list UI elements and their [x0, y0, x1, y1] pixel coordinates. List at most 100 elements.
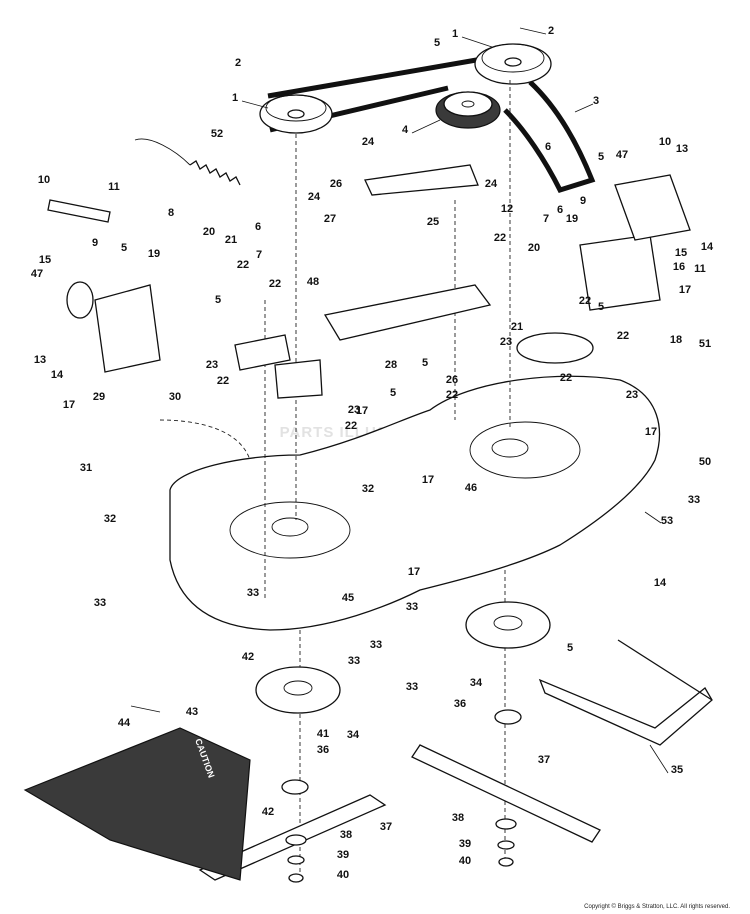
blade-right — [411, 744, 601, 843]
callout-9: 9 — [580, 195, 586, 207]
callout-5: 5 — [215, 294, 221, 306]
spring — [134, 138, 241, 186]
discharge-guard: CAUTION — [23, 727, 251, 881]
callout-23: 23 — [500, 336, 512, 348]
callout-47: 47 — [31, 268, 43, 280]
callout-40: 40 — [337, 869, 349, 881]
callout-40: 40 — [459, 855, 471, 867]
callout-15: 15 — [675, 247, 687, 259]
callout-23: 23 — [348, 404, 360, 416]
callout-1: 1 — [232, 92, 238, 104]
callout-14: 14 — [701, 241, 714, 253]
callout-35: 35 — [671, 764, 683, 776]
callout-20: 20 — [203, 226, 215, 238]
callout-27: 27 — [324, 213, 336, 225]
callout-52: 52 — [211, 128, 223, 140]
callout-2: 2 — [548, 25, 554, 37]
callout-11: 11 — [694, 263, 706, 275]
blade-pulley-left — [255, 666, 341, 714]
callout-22: 22 — [269, 278, 281, 290]
callout-24: 24 — [362, 136, 375, 148]
callout-16: 16 — [673, 261, 685, 273]
mower-deck — [169, 375, 661, 631]
pulley-right — [474, 43, 552, 85]
callout-33: 33 — [406, 681, 418, 693]
callout-23: 23 — [626, 389, 638, 401]
callout-39: 39 — [459, 838, 471, 850]
callout-6: 6 — [255, 221, 261, 233]
pulley-left — [259, 94, 333, 134]
callout-19: 19 — [148, 248, 160, 260]
left-mount-bracket — [47, 199, 161, 373]
hardware-stack-right — [495, 818, 517, 867]
idler-pulley — [435, 91, 501, 129]
blade-pulley-right — [465, 601, 551, 649]
callout-13: 13 — [34, 354, 46, 366]
callout-5: 5 — [567, 642, 573, 654]
callout-36: 36 — [317, 744, 329, 756]
callout-10: 10 — [38, 174, 50, 186]
callout-44: 44 — [118, 717, 131, 729]
callout-33: 33 — [94, 597, 106, 609]
leader-lines — [130, 27, 669, 774]
callout-26: 26 — [330, 178, 342, 190]
callout-33: 33 — [688, 494, 700, 506]
callout-17: 17 — [356, 405, 368, 417]
callout-28: 28 — [385, 359, 397, 371]
callout-33: 33 — [406, 601, 418, 613]
callout-7: 7 — [256, 249, 262, 261]
callout-4: 4 — [402, 124, 409, 136]
callout-46: 46 — [465, 482, 477, 494]
callout-23: 23 — [206, 359, 218, 371]
callout-33: 33 — [348, 655, 360, 667]
callout-22: 22 — [237, 259, 249, 271]
callout-14: 14 — [51, 369, 64, 381]
callout-32: 32 — [362, 483, 374, 495]
callout-17: 17 — [408, 566, 420, 578]
callout-5: 5 — [422, 357, 428, 369]
callout-17: 17 — [645, 426, 657, 438]
stabilizer-bar — [538, 639, 713, 746]
callout-9: 9 — [92, 237, 98, 249]
callout-31: 31 — [80, 462, 92, 474]
callout-22: 22 — [494, 232, 506, 244]
callout-38: 38 — [452, 812, 464, 824]
callout-22: 22 — [446, 389, 458, 401]
callout-36: 36 — [454, 698, 466, 710]
callout-39: 39 — [337, 849, 349, 861]
callout-labels: 1122345555555566677899101011111213131414… — [31, 25, 714, 881]
callout-37: 37 — [380, 821, 392, 833]
right-mount-bracket — [579, 174, 691, 311]
callout-32: 32 — [104, 513, 116, 525]
spindle-housing-left — [234, 334, 323, 399]
callout-33: 33 — [247, 587, 259, 599]
callout-1: 1 — [452, 28, 458, 40]
spindle-housing-right — [516, 332, 594, 364]
callout-15: 15 — [39, 254, 51, 266]
callout-6: 6 — [557, 204, 563, 216]
callout-5: 5 — [434, 37, 440, 49]
callout-22: 22 — [579, 295, 591, 307]
hardware-stack-left — [285, 834, 307, 883]
callout-24: 24 — [485, 178, 498, 190]
callout-29: 29 — [93, 391, 105, 403]
callout-18: 18 — [670, 334, 682, 346]
callout-21: 21 — [225, 234, 237, 246]
callout-45: 45 — [342, 592, 354, 604]
callout-41: 41 — [317, 728, 329, 740]
callout-26: 26 — [446, 374, 458, 386]
callout-8: 8 — [168, 207, 174, 219]
center-bracket — [323, 164, 492, 341]
callout-17: 17 — [422, 474, 434, 486]
copyright-notice: Copyright © Briggs & Stratton, LLC. All … — [584, 904, 730, 910]
callout-34: 34 — [470, 677, 483, 689]
callout-17: 17 — [63, 399, 75, 411]
callout-10: 10 — [659, 136, 671, 148]
callout-22: 22 — [617, 330, 629, 342]
callout-48: 48 — [307, 276, 319, 288]
callout-34: 34 — [347, 729, 360, 741]
callout-7: 7 — [543, 213, 549, 225]
callout-5: 5 — [598, 151, 604, 163]
callout-2: 2 — [235, 57, 241, 69]
callout-33: 33 — [370, 639, 382, 651]
